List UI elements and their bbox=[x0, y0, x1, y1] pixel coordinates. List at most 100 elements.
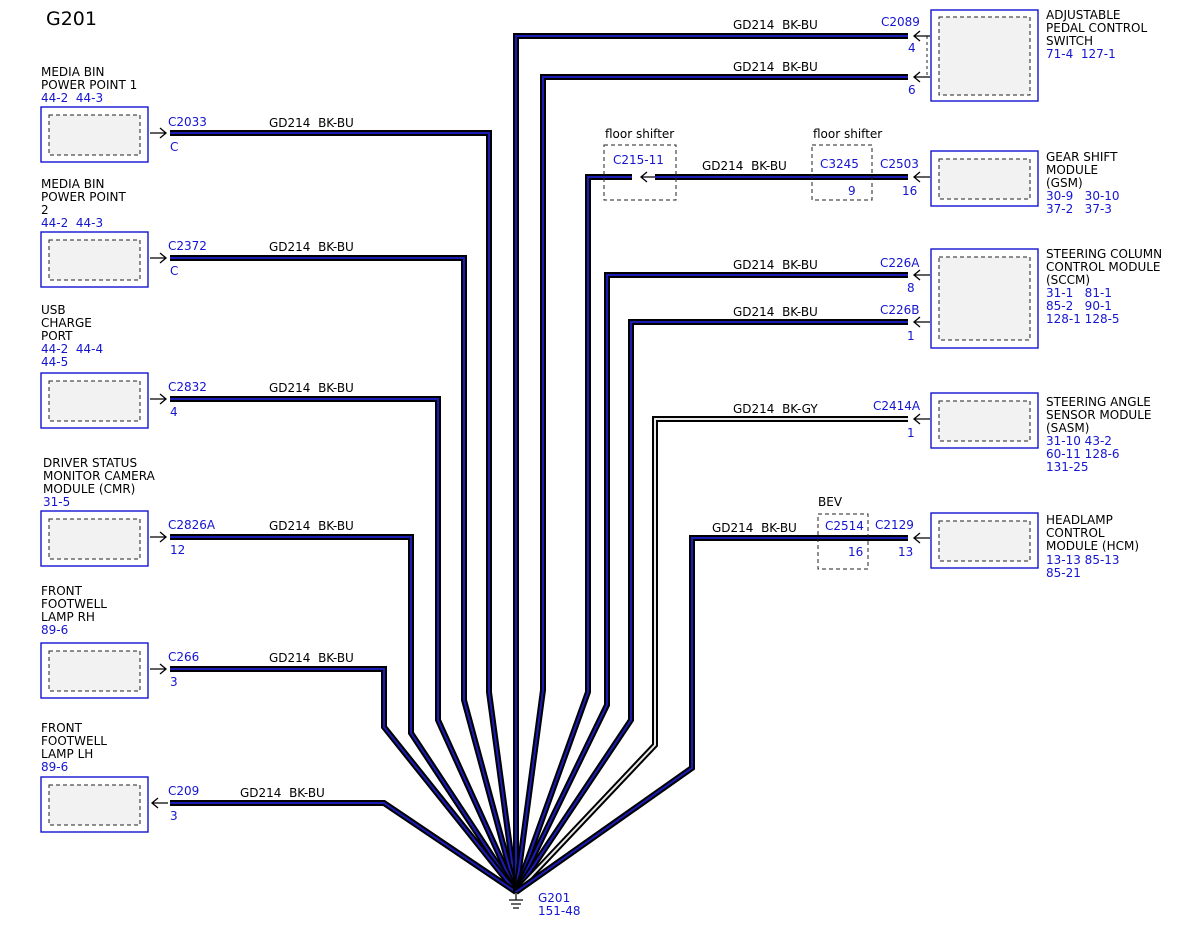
component-refs[interactable]: 44-2 44-3 bbox=[41, 91, 103, 105]
inline-connector-c3245[interactable]: floor shifter C3245 9 bbox=[811, 127, 882, 201]
component-refs[interactable]: 128-1 128-5 bbox=[1046, 312, 1120, 326]
connector-pin: 3 bbox=[170, 675, 178, 689]
ground-name: G201 bbox=[538, 891, 570, 905]
wire-label: GD214 BK-BU bbox=[269, 116, 354, 130]
connector-id[interactable]: C2503 bbox=[880, 157, 919, 171]
component-media-bin-power-point-1[interactable]: MEDIA BIN POWER POINT 1 44-2 44-3 C2033 … bbox=[40, 65, 354, 163]
connector-id[interactable]: C266 bbox=[168, 650, 199, 664]
connector-pin: 8 bbox=[907, 281, 915, 295]
connector-pin: 3 bbox=[170, 809, 178, 823]
connector-id[interactable]: C2832 bbox=[168, 380, 207, 394]
component-usb-charge-port[interactable]: USB CHARGE PORT 44-2 44-4 44-5 C2832 4 G… bbox=[40, 303, 354, 429]
wire-sasm[interactable] bbox=[513, 416, 908, 895]
component-steering-angle-sensor-module[interactable]: STEERING ANGLE SENSOR MODULE (SASM) 31-1… bbox=[733, 392, 1151, 474]
connector-arrow-icon bbox=[912, 30, 930, 42]
component-refs[interactable]: 31-1 81-1 bbox=[1046, 286, 1112, 300]
component-name: MEDIA BIN bbox=[41, 65, 105, 79]
connector-pin: C bbox=[170, 140, 178, 154]
component-refs[interactable]: 89-6 bbox=[41, 760, 68, 774]
component-name: PORT bbox=[41, 329, 73, 343]
component-refs[interactable]: 85-2 90-1 bbox=[1046, 299, 1112, 313]
connector-id[interactable]: C2372 bbox=[168, 239, 207, 253]
component-steering-column-control-module[interactable]: STEERING COLUMN CONTROL MODULE (SCCM) 31… bbox=[733, 247, 1162, 349]
wire-hcm[interactable] bbox=[514, 535, 908, 895]
component-refs[interactable]: 31-10 43-2 bbox=[1046, 434, 1112, 448]
component-refs[interactable]: 30-9 30-10 bbox=[1046, 189, 1120, 203]
connector-id[interactable]: C215-11 bbox=[613, 153, 664, 167]
connector-id[interactable]: C2414A bbox=[873, 399, 921, 413]
connector-id[interactable]: C3245 bbox=[820, 157, 859, 171]
wire-label: GD214 BK-BU bbox=[733, 60, 818, 74]
component-name: MODULE bbox=[1046, 163, 1098, 177]
wire-label: GD214 BK-BU bbox=[733, 18, 818, 32]
connector-arrow-icon bbox=[912, 413, 930, 425]
component-name: STEERING ANGLE bbox=[1046, 395, 1151, 409]
connector-pin: 16 bbox=[848, 545, 863, 559]
connector-id[interactable]: C2089 bbox=[881, 15, 920, 29]
component-refs[interactable]: 85-21 bbox=[1046, 566, 1081, 580]
component-name: CONTROL bbox=[1046, 526, 1105, 540]
wire-label: GD214 BK-BU bbox=[269, 240, 354, 254]
inline-connector-c215-11[interactable]: floor shifter C215-11 bbox=[603, 127, 677, 201]
component-name: FRONT bbox=[41, 584, 83, 598]
inline-label: floor shifter bbox=[605, 127, 674, 141]
component-refs[interactable]: 44-5 bbox=[41, 355, 68, 369]
wire-sccm-1[interactable] bbox=[513, 319, 908, 894]
ground-symbol-icon bbox=[509, 892, 523, 909]
connector-id[interactable]: C209 bbox=[168, 784, 199, 798]
component-driver-status-monitor-camera[interactable]: DRIVER STATUS MONITOR CAMERA MODULE (CMR… bbox=[40, 456, 354, 567]
connector-arrow-icon bbox=[912, 316, 930, 328]
component-name: HEADLAMP bbox=[1046, 513, 1113, 527]
connector-id[interactable]: C2033 bbox=[168, 115, 207, 129]
component-name: DRIVER STATUS bbox=[43, 456, 137, 470]
component-name: ADJUSTABLE bbox=[1046, 8, 1121, 22]
component-name: LAMP RH bbox=[41, 610, 95, 624]
component-headlamp-control-module[interactable]: HEADLAMP CONTROL MODULE (HCM) 13-13 85-1… bbox=[712, 512, 1139, 580]
connector-id[interactable]: C2826A bbox=[168, 518, 216, 532]
connector-arrow-icon bbox=[912, 171, 930, 183]
inline-connector-c2514[interactable]: BEV C2514 16 bbox=[817, 495, 869, 570]
wire-label: GD214 BK-BU bbox=[733, 258, 818, 272]
connector-id[interactable]: C2129 bbox=[875, 518, 914, 532]
component-front-footwell-lamp-lh[interactable]: FRONT FOOTWELL LAMP LH 89-6 C209 3 GD214… bbox=[40, 721, 325, 833]
component-refs[interactable]: 13-13 85-13 bbox=[1046, 553, 1120, 567]
component-refs[interactable]: 44-2 44-3 bbox=[41, 216, 103, 230]
connector-pin: 1 bbox=[907, 426, 915, 440]
wire-label: GD214 BK-BU bbox=[240, 786, 325, 800]
component-front-footwell-lamp-rh[interactable]: FRONT FOOTWELL LAMP RH 89-6 C266 3 GD214… bbox=[40, 584, 354, 699]
connector-arrow-icon bbox=[639, 171, 655, 183]
connector-id[interactable]: C2514 bbox=[825, 519, 864, 533]
component-name: POWER POINT 1 bbox=[41, 78, 137, 92]
component-refs[interactable]: 131-25 bbox=[1046, 460, 1089, 474]
component-refs[interactable]: 60-11 128-6 bbox=[1046, 447, 1120, 461]
component-gear-shift-module[interactable]: GEAR SHIFT MODULE (GSM) 30-9 30-10 37-2 … bbox=[702, 150, 1120, 216]
component-refs[interactable]: 44-2 44-4 bbox=[41, 342, 103, 356]
component-name: MEDIA BIN bbox=[41, 177, 105, 191]
connector-id[interactable]: C226B bbox=[880, 303, 920, 317]
wire-label: GD214 BK-BU bbox=[712, 521, 797, 535]
connector-arrow-icon bbox=[912, 269, 930, 281]
component-refs[interactable]: 31-5 bbox=[43, 495, 70, 509]
component-refs[interactable]: 37-2 37-3 bbox=[1046, 202, 1112, 216]
connector-arrow-icon bbox=[150, 393, 168, 405]
component-refs[interactable]: 89-6 bbox=[41, 623, 68, 637]
connector-id[interactable]: C226A bbox=[880, 256, 920, 270]
component-name: CHARGE bbox=[41, 316, 92, 330]
component-name: GEAR SHIFT bbox=[1046, 150, 1118, 164]
component-name: FOOTWELL bbox=[41, 597, 107, 611]
component-media-bin-power-point-2[interactable]: MEDIA BIN POWER POINT 2 44-2 44-3 C2372 … bbox=[40, 177, 354, 288]
component-name: FOOTWELL bbox=[41, 734, 107, 748]
component-name: MONITOR CAMERA bbox=[43, 469, 156, 483]
connector-arrow-icon bbox=[912, 71, 930, 83]
connector-arrow-icon bbox=[150, 252, 168, 264]
connector-pin: 13 bbox=[898, 545, 913, 559]
wire-label: GD214 BK-BU bbox=[733, 305, 818, 319]
component-name: SWITCH bbox=[1046, 34, 1093, 48]
connector-pin: 4 bbox=[170, 405, 178, 419]
wires bbox=[170, 33, 908, 895]
component-name: CONTROL MODULE bbox=[1046, 260, 1161, 274]
component-name: STEERING COLUMN bbox=[1046, 247, 1162, 261]
component-refs[interactable]: 71-4 127-1 bbox=[1046, 47, 1116, 61]
component-adjustable-pedal-control-switch[interactable]: ADJUSTABLE PEDAL CONTROL SWITCH 71-4 127… bbox=[733, 8, 1147, 102]
